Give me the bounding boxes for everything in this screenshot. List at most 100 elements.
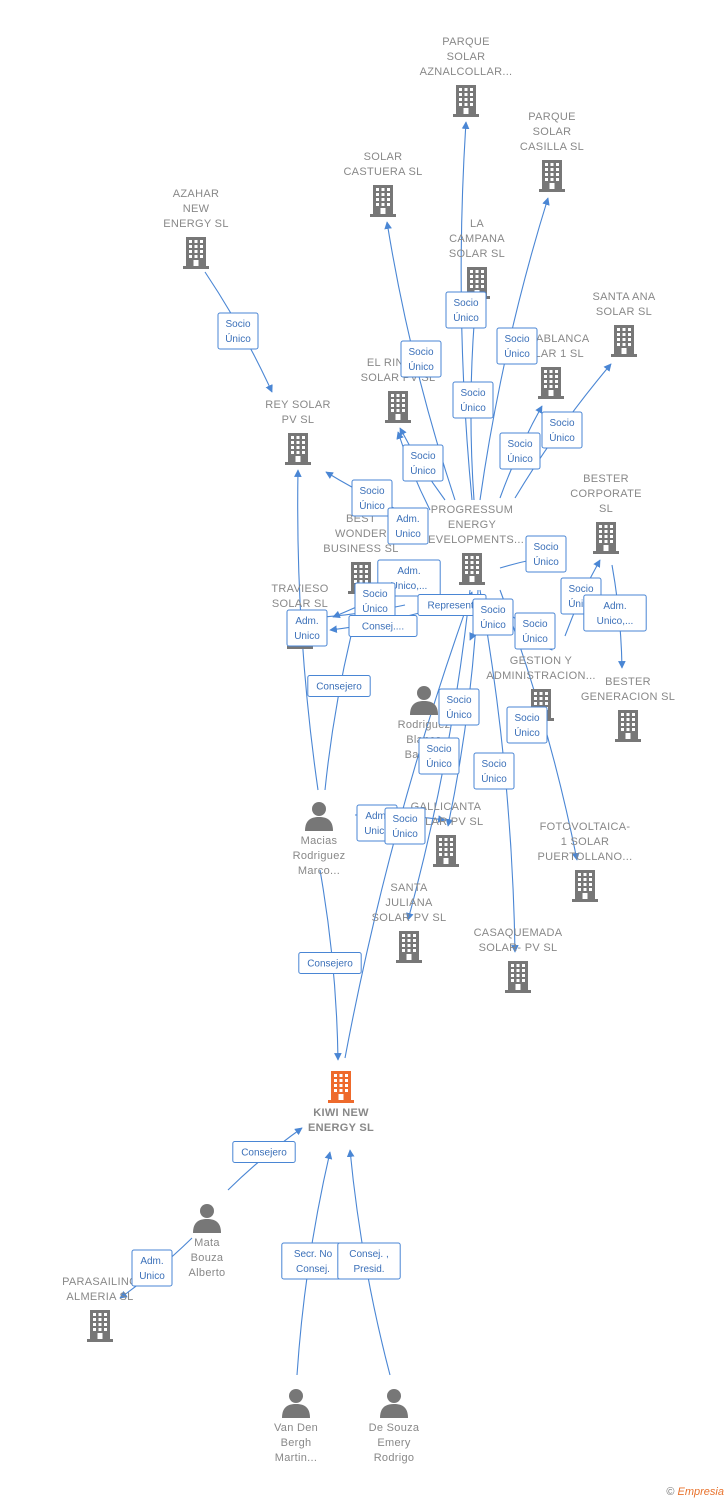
node-macias[interactable]: MaciasRodriguezMarco... — [293, 802, 346, 877]
relation-label-text: Adm. — [365, 811, 388, 822]
relation-label[interactable]: Consej. ,Presid. — [337, 1242, 401, 1280]
building-icon[interactable] — [453, 85, 479, 117]
node-label: Rodriguez — [398, 719, 451, 731]
node-parque-aznal[interactable]: PARQUESOLARAZNALCOLLAR... — [420, 36, 513, 117]
building-icon[interactable] — [615, 710, 641, 742]
building-icon[interactable] — [505, 961, 531, 993]
relation-label[interactable]: Consejero — [307, 675, 371, 697]
relation-label-text: Socio — [480, 605, 505, 616]
relation-label-text: Socio — [392, 814, 417, 825]
relation-label[interactable]: Consej.... — [348, 615, 418, 637]
node-label: SOLAR SL — [272, 598, 328, 610]
node-label: SANTA ANA — [592, 291, 655, 303]
building-icon[interactable] — [328, 1071, 354, 1103]
node-label: Alberto — [189, 1267, 226, 1279]
node-vandenbergh[interactable]: Van DenBerghMartin... — [274, 1389, 318, 1464]
relation-label-text: Socio — [481, 759, 506, 770]
node-label: REY SOLAR — [265, 399, 330, 411]
building-icon[interactable] — [593, 522, 619, 554]
node-fotovoltaica[interactable]: FOTOVOLTAICA-1 SOLARPUERTOLLANO... — [538, 821, 633, 902]
copyright-symbol: © — [666, 1486, 675, 1498]
relation-label[interactable]: Adm.Unico — [131, 1249, 173, 1287]
person-icon[interactable] — [193, 1204, 221, 1233]
building-icon[interactable] — [538, 367, 564, 399]
person-icon[interactable] — [380, 1389, 408, 1418]
person-icon[interactable] — [410, 686, 438, 715]
building-icon[interactable] — [433, 835, 459, 867]
node-label: SOLAR — [533, 126, 572, 138]
person-icon[interactable] — [305, 802, 333, 831]
relation-label-text: Adm. — [396, 514, 419, 525]
relation-label[interactable]: Adm.Unico,... — [583, 594, 647, 632]
relation-label-text: Único — [507, 452, 533, 465]
relation-label-text: Unico,... — [391, 581, 428, 592]
node-label: DEVELOPMENTS... — [420, 534, 524, 546]
node-label: PUERTOLLANO... — [538, 851, 633, 863]
building-icon[interactable] — [183, 237, 209, 269]
building-icon[interactable] — [396, 931, 422, 963]
building-icon[interactable] — [370, 185, 396, 217]
building-icon[interactable] — [285, 433, 311, 465]
building-icon[interactable] — [572, 870, 598, 902]
relation-label-text: Adm. — [295, 616, 318, 627]
relation-label[interactable]: Consejero — [232, 1141, 296, 1163]
node-label: CORPORATE — [570, 488, 642, 500]
brand-logo: Empresia — [677, 1486, 724, 1498]
relation-label-text: Único — [408, 360, 434, 373]
relation-label[interactable]: Consejero — [298, 952, 362, 974]
building-icon[interactable] — [87, 1310, 113, 1342]
node-label: SL — [599, 503, 613, 515]
relation-label-text: Adm. — [140, 1256, 163, 1267]
relation-label[interactable]: Adm.Unico — [286, 609, 328, 647]
relation-label-frame — [307, 675, 371, 697]
building-icon[interactable] — [611, 325, 637, 357]
node-gestion[interactable]: GESTION YADMINISTRACION... — [486, 655, 596, 721]
node-label: PARQUE — [528, 111, 575, 123]
relation-label-frame — [337, 1242, 401, 1280]
node-progressum[interactable]: PROGRESSUMENERGYDEVELOPMENTS... — [420, 504, 524, 585]
relation-label-frame — [351, 479, 393, 517]
building-icon[interactable] — [385, 391, 411, 423]
building-icon[interactable] — [459, 553, 485, 585]
relation-label[interactable]: Adm.Unico — [387, 507, 429, 545]
person-icon[interactable] — [282, 1389, 310, 1418]
node-label: SOLAR PV SL — [372, 912, 447, 924]
building-icon[interactable] — [539, 160, 565, 192]
